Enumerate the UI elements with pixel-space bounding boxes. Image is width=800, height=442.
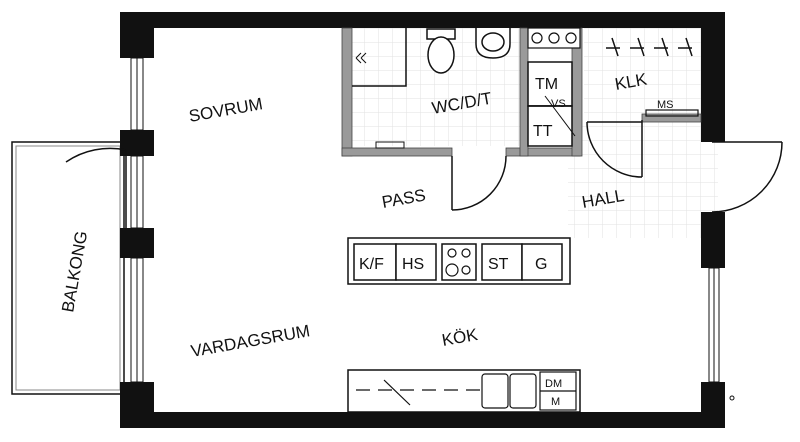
room-vardagsrum: VARDAGSRUM — [189, 321, 311, 361]
bathroom-door — [451, 155, 507, 211]
counter-details — [356, 371, 577, 411]
label-dm: DM — [545, 378, 562, 390]
balcony — [11, 141, 125, 395]
kitchen-island — [347, 237, 571, 285]
boiler-pipes — [527, 27, 581, 49]
entry-door — [711, 141, 783, 213]
hat-shelf — [645, 109, 699, 117]
balcony-door — [65, 147, 127, 228]
washbasin — [475, 28, 511, 59]
label-kf: K/F — [359, 256, 384, 273]
induction-hob — [445, 248, 471, 277]
toilet — [426, 28, 456, 74]
hall-tile-floor — [568, 120, 718, 238]
interior-walls — [341, 27, 702, 157]
windows — [130, 57, 720, 383]
label-g: G — [535, 256, 547, 273]
room-kok: KÖK — [440, 325, 479, 350]
sink-line — [544, 95, 576, 137]
label-tt: TT — [533, 123, 553, 140]
laundry-units — [527, 61, 573, 147]
floor-drain — [375, 141, 405, 149]
dot-marker — [729, 395, 735, 401]
klk-tile-floor — [584, 28, 702, 120]
label-hs: HS — [402, 256, 424, 273]
label-ms: MS — [657, 99, 674, 111]
shower — [352, 28, 407, 87]
closet-door — [586, 120, 643, 178]
label-vs: VS — [551, 98, 566, 110]
label-tm: TM — [535, 76, 558, 93]
outer-walls — [120, 12, 725, 428]
closet-rod — [606, 37, 700, 57]
label-m: M — [551, 396, 560, 408]
room-sovrum: SOVRUM — [187, 94, 264, 126]
room-balkong: BALKONG — [58, 229, 91, 313]
room-pass: PASS — [380, 186, 427, 212]
label-st: ST — [488, 256, 509, 273]
